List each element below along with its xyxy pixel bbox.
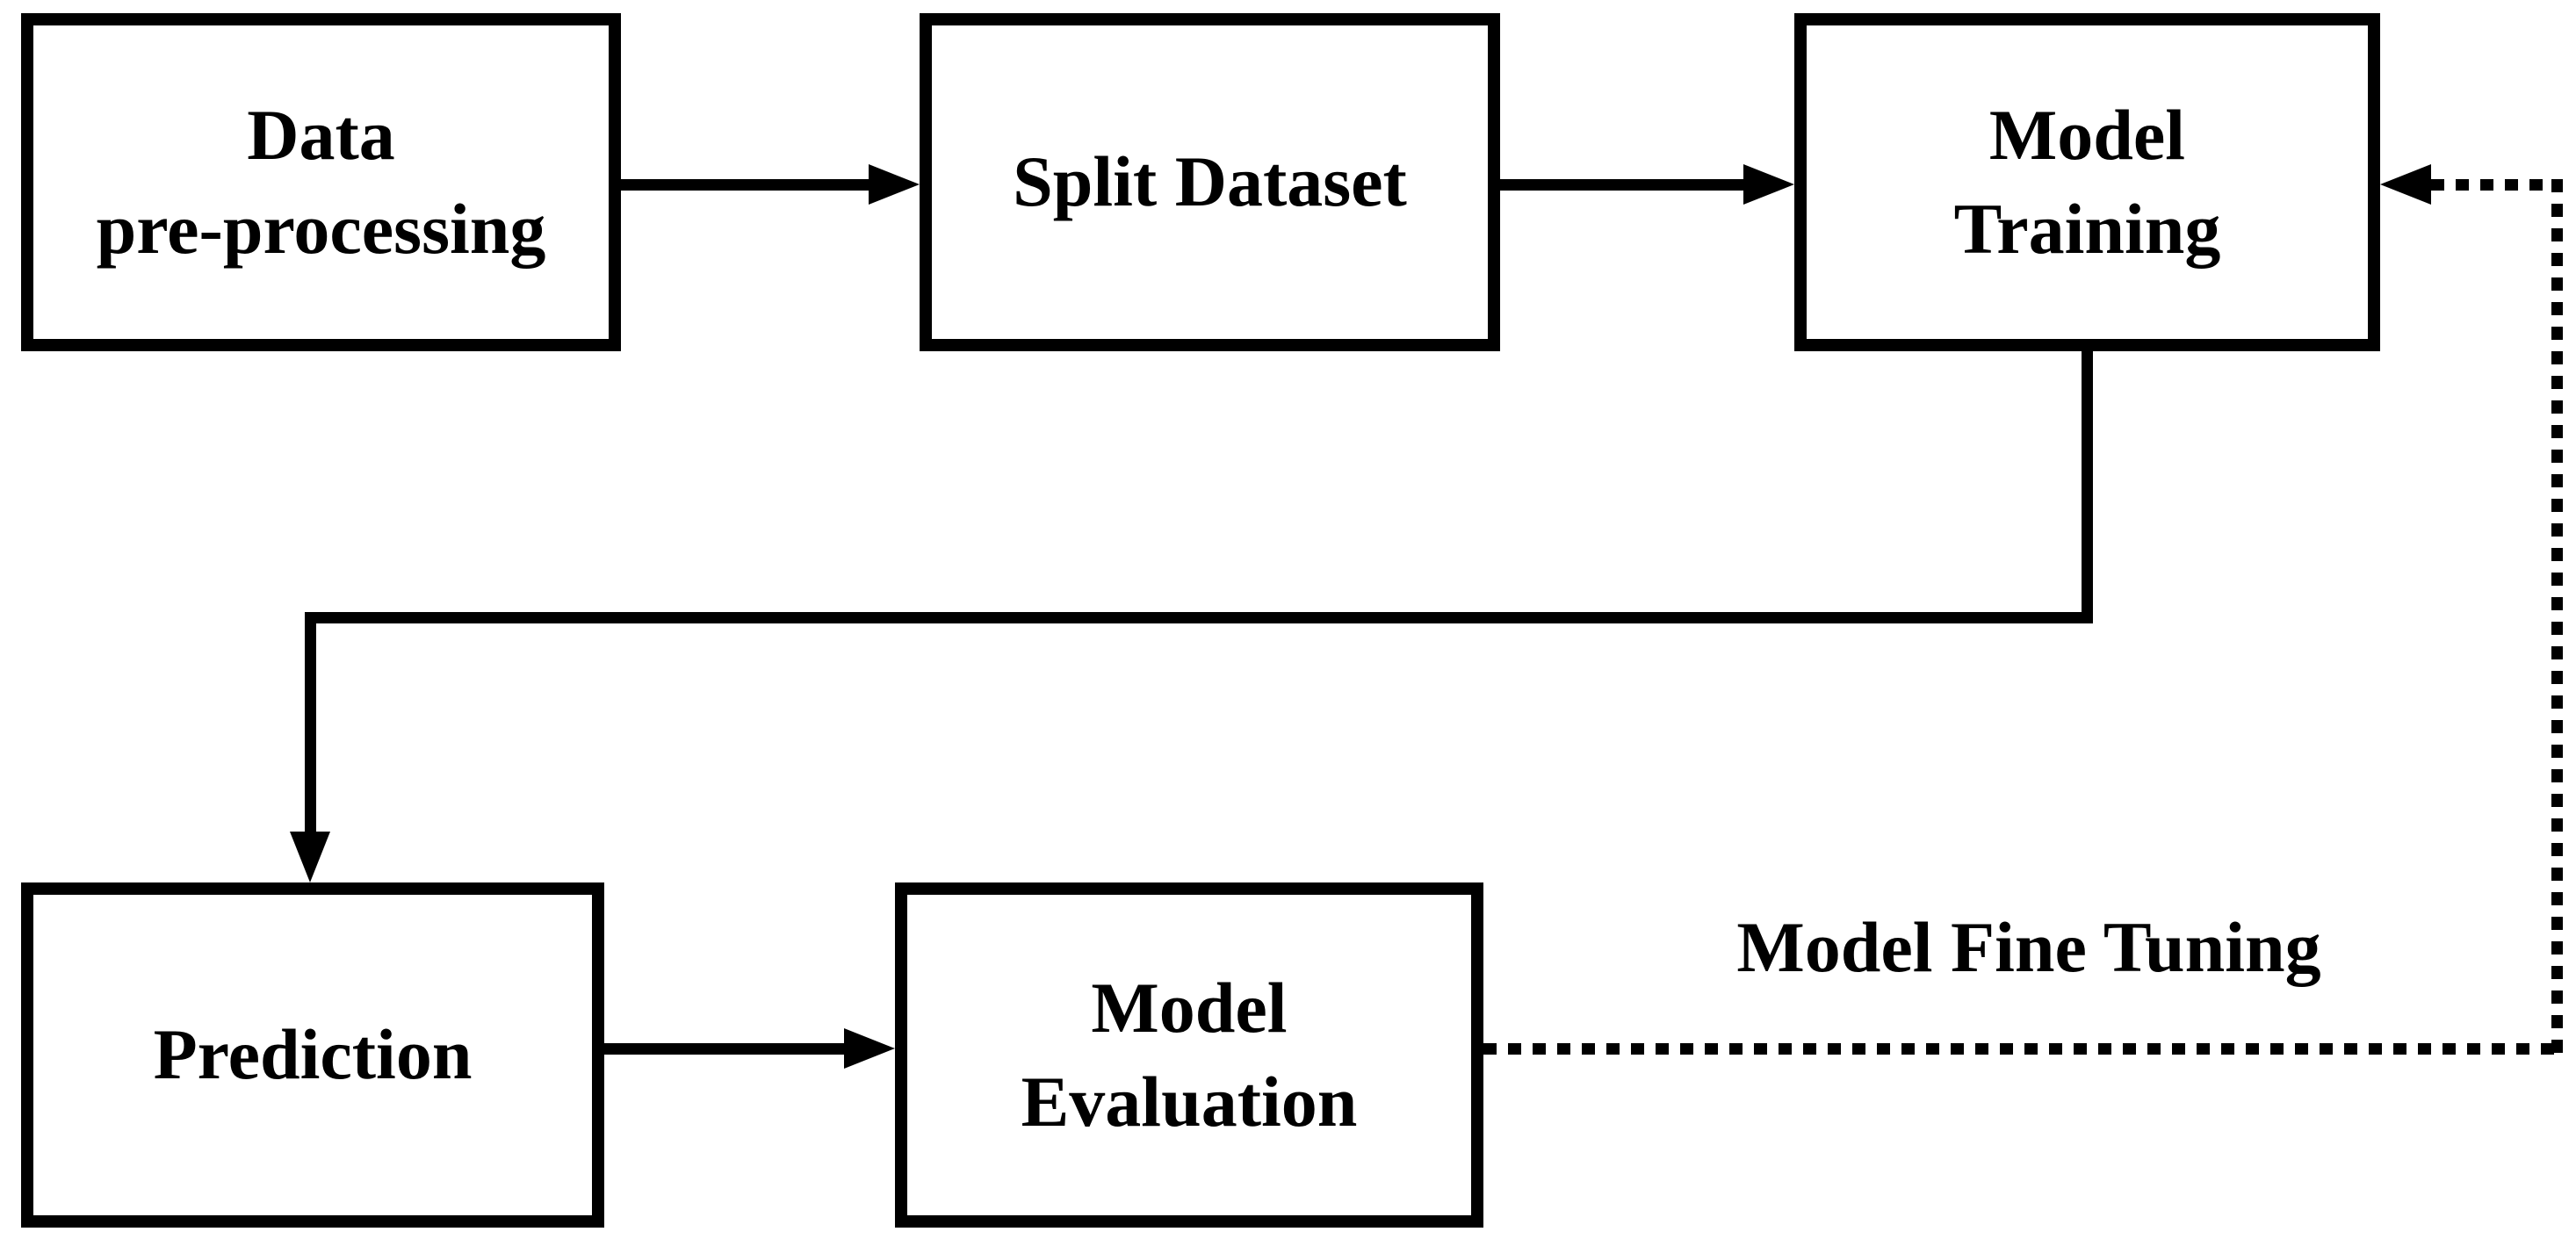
node-model-training: Model Training (1794, 13, 2380, 351)
edge-preprocessing-to-split-arrowhead-icon (869, 164, 920, 205)
edge-split-to-training-arrowhead-icon (1743, 164, 1794, 205)
edge-feedback-arrowhead-icon (2380, 164, 2431, 205)
edge-training-to-prediction-segment-down (2082, 351, 2093, 623)
edge-split-to-training-line (1500, 179, 1743, 191)
edge-prediction-to-evaluation-line (604, 1043, 844, 1055)
edge-training-to-prediction-segment-down2 (305, 612, 316, 832)
feedback-label: Model Fine Tuning (1736, 907, 2321, 987)
node-model-training-label: Model Training (1953, 94, 2221, 269)
edge-prediction-to-evaluation-arrowhead-icon (844, 1028, 895, 1069)
edge-preprocessing-to-split-line (621, 179, 869, 191)
edge-training-to-prediction-segment-left (305, 612, 2093, 623)
node-split-dataset-label: Split Dataset (1013, 141, 1407, 222)
node-prediction: Prediction (21, 882, 604, 1228)
node-split-dataset: Split Dataset (920, 13, 1500, 351)
node-model-evaluation-label: Model Evaluation (1021, 967, 1358, 1142)
edge-training-to-prediction-arrowhead-icon (290, 832, 330, 882)
edge-feedback-segment-left (2431, 179, 2563, 191)
node-data-preprocessing-label: Data pre-processing (96, 94, 546, 269)
node-model-evaluation: Model Evaluation (895, 882, 1483, 1228)
edge-feedback-segment-up (2551, 179, 2563, 1055)
node-data-preprocessing: Data pre-processing (21, 13, 621, 351)
edge-feedback-segment-right (1483, 1043, 2563, 1055)
node-prediction-label: Prediction (153, 1014, 473, 1095)
